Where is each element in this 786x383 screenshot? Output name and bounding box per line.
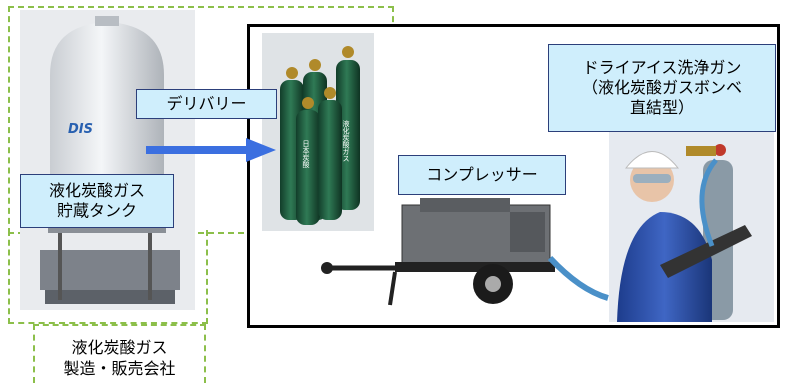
worker-cleaning-gun-image bbox=[609, 132, 774, 322]
cylinder-marking-1: 日本炭酸 bbox=[302, 140, 310, 169]
company-label: 液化炭酸ガス 製造・販売会社 bbox=[33, 324, 206, 383]
cleaning-gun-label: ドライアイス洗浄ガン （液化炭酸ガスボンベ 直結型） bbox=[548, 44, 776, 132]
storage-tank-label: 液化炭酸ガス 貯蔵タンク bbox=[20, 174, 174, 228]
cylinder-marking-2: 液化炭酸ガス bbox=[342, 119, 350, 162]
co2-cylinders-image: 液化炭酸ガス 日本炭酸 bbox=[262, 33, 374, 231]
company-label-line2: 製造・販売会社 bbox=[63, 358, 176, 378]
supplier-dashed-outline-lower bbox=[8, 230, 208, 324]
company-label-line1: 液化炭酸ガス bbox=[71, 337, 168, 357]
delivery-label-text: デリバリー bbox=[166, 94, 247, 113]
compressor-label: コンプレッサー bbox=[398, 155, 566, 195]
storage-tank-image: DIS bbox=[20, 10, 195, 310]
tank-logo: DIS bbox=[68, 122, 93, 137]
storage-tank-label-line1: 液化炭酸ガス bbox=[48, 181, 145, 200]
compressor-image bbox=[321, 198, 609, 306]
storage-tank-label-line2: 貯蔵タンク bbox=[56, 201, 137, 220]
cleaning-gun-label-line1: ドライアイス洗浄ガン bbox=[582, 58, 742, 77]
delivery-label: デリバリー bbox=[136, 89, 277, 119]
compressor-label-text: コンプレッサー bbox=[426, 165, 538, 184]
cleaning-gun-label-line3: 直結型） bbox=[629, 98, 694, 117]
delivery-arrow bbox=[146, 138, 276, 162]
cleaning-gun-label-line2: （液化炭酸ガスボンベ bbox=[581, 78, 742, 97]
